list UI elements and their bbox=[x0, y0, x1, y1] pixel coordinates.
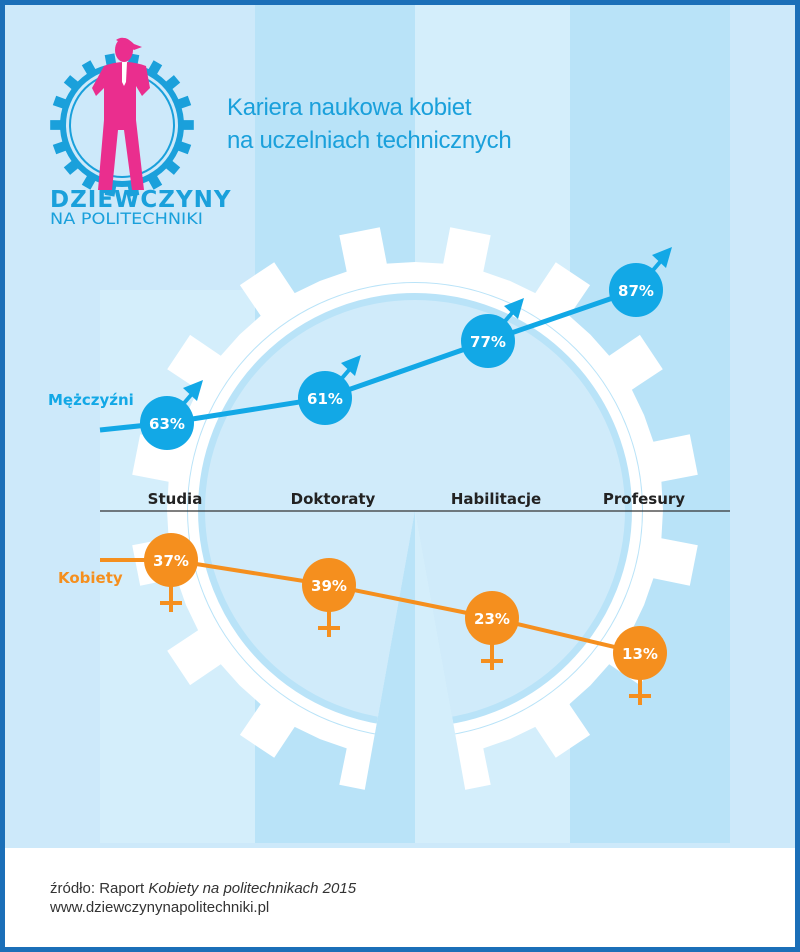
men-data-point: 63% bbox=[140, 380, 203, 450]
woman-figure-icon bbox=[92, 37, 150, 190]
men-value-label: 61% bbox=[307, 390, 343, 408]
infographic-frame: DZIEWCZYNY NA POLITECHNIKI Studia Doktora… bbox=[5, 5, 795, 947]
men-marker bbox=[461, 314, 515, 368]
male-arrow-head bbox=[504, 298, 524, 319]
women-data-point: 23% bbox=[465, 591, 519, 670]
men-data-point: 87% bbox=[609, 247, 672, 317]
source-credit: źródło: Raport Kobiety na politechnikach… bbox=[50, 880, 356, 897]
women-data-point: 39% bbox=[302, 558, 356, 637]
logo: DZIEWCZYNY NA POLITECHNIKI bbox=[50, 37, 232, 228]
tie-icon bbox=[122, 62, 127, 86]
men-value-label: 77% bbox=[470, 333, 506, 351]
women-data-point: 37% bbox=[144, 533, 198, 612]
website-url[interactable]: www.dziewczynynapolitechniki.pl bbox=[50, 899, 270, 916]
source-prefix: źródło: Raport bbox=[50, 880, 149, 897]
women-marker bbox=[465, 591, 519, 645]
footer: źródło: Raport Kobiety na politechnikach… bbox=[5, 848, 795, 947]
men-data-point: 77% bbox=[461, 298, 524, 368]
women-value-label: 37% bbox=[153, 552, 189, 570]
category-label: Doktoraty bbox=[291, 490, 376, 508]
source-title: Kobiety na politechnikach 2015 bbox=[148, 880, 357, 897]
page-title: Kariera naukowa kobiet na uczelniach tec… bbox=[227, 91, 512, 157]
series-label-women: Kobiety bbox=[58, 569, 123, 587]
title-line-1: Kariera naukowa kobiet bbox=[227, 94, 472, 121]
chart-canvas: DZIEWCZYNY NA POLITECHNIKI Studia Doktora… bbox=[48, 5, 730, 843]
logo-text-line2: NA POLITECHNIKI bbox=[50, 209, 203, 228]
men-marker bbox=[609, 263, 663, 317]
title-line-2: na uczelniach technicznych bbox=[227, 127, 512, 154]
men-value-label: 63% bbox=[149, 415, 185, 433]
women-data-point: 13% bbox=[613, 626, 667, 705]
series-label-men: Mężczyźni bbox=[48, 391, 134, 409]
male-arrow-head bbox=[183, 380, 203, 401]
women-value-label: 23% bbox=[474, 610, 510, 628]
male-arrow-head bbox=[341, 355, 361, 376]
women-marker bbox=[302, 558, 356, 612]
series-women: 37% 39% 23% 13% bbox=[100, 533, 667, 705]
gear-decoration bbox=[132, 227, 698, 793]
category-label: Studia bbox=[148, 490, 203, 508]
series-men: 63% 61% 77% 87% bbox=[99, 247, 672, 450]
women-value-label: 13% bbox=[622, 645, 658, 663]
men-marker bbox=[140, 396, 194, 450]
category-label: Profesury bbox=[603, 490, 685, 508]
men-value-label: 87% bbox=[618, 282, 654, 300]
male-arrow-head bbox=[652, 247, 672, 268]
category-label: Habilitacje bbox=[451, 490, 541, 508]
women-marker bbox=[613, 626, 667, 680]
logo-text-line1: DZIEWCZYNY bbox=[50, 187, 232, 213]
men-data-point: 61% bbox=[298, 355, 361, 425]
women-value-label: 39% bbox=[311, 577, 347, 595]
men-marker bbox=[298, 371, 352, 425]
category-labels: Studia Doktoraty Habilitacje Profesury bbox=[148, 490, 686, 508]
women-marker bbox=[144, 533, 198, 587]
